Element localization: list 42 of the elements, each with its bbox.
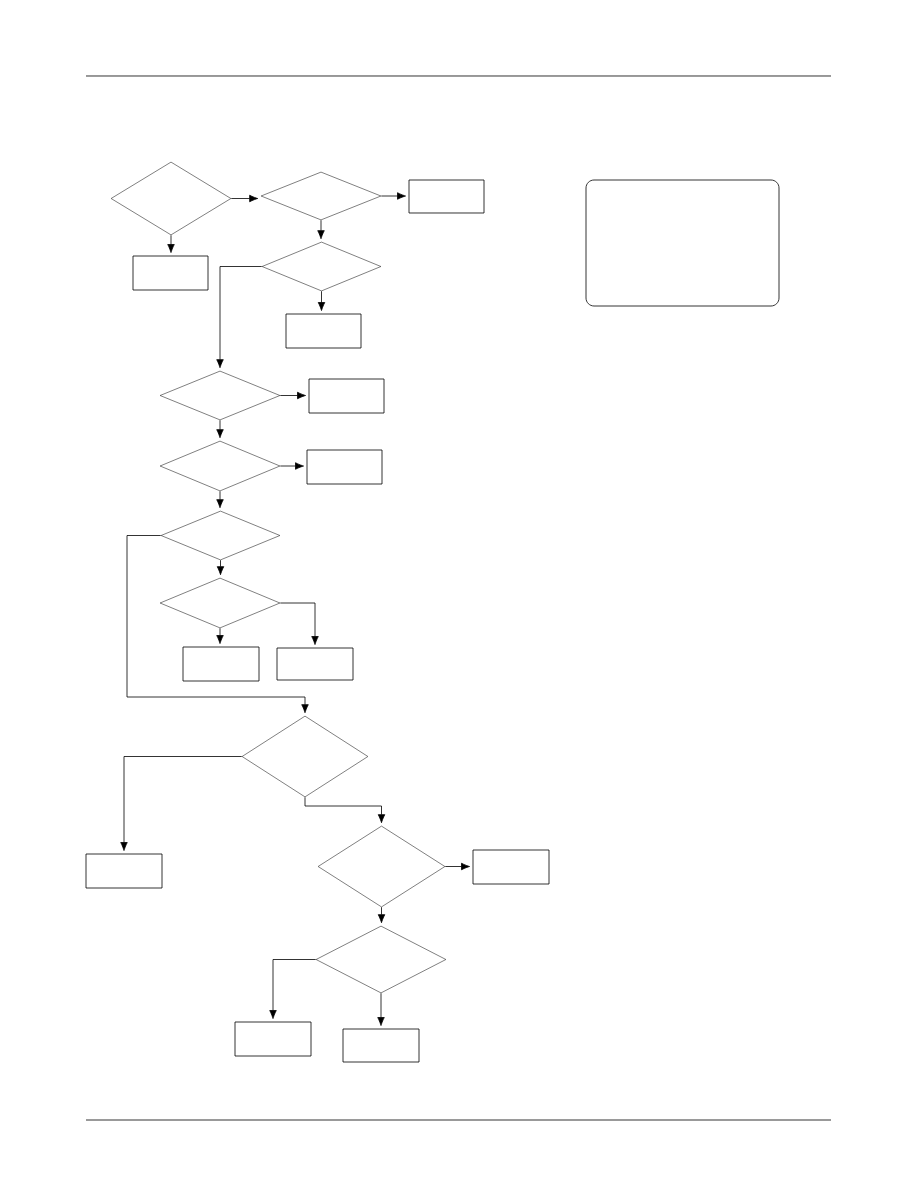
arrow bbox=[279, 602, 319, 645]
arrow bbox=[317, 219, 325, 240]
arrow bbox=[167, 234, 175, 253]
arrow bbox=[230, 194, 259, 203]
process-box bbox=[408, 179, 485, 214]
process-box bbox=[472, 849, 550, 885]
arrow bbox=[380, 192, 406, 200]
arrow bbox=[216, 490, 224, 509]
arrow bbox=[304, 796, 386, 824]
arrow bbox=[216, 559, 225, 576]
process-box bbox=[182, 646, 260, 682]
arrow bbox=[279, 462, 304, 470]
arrow bbox=[126, 535, 309, 714]
decision-diamond bbox=[159, 440, 281, 492]
decision-diamond bbox=[260, 171, 382, 221]
arrow bbox=[120, 756, 243, 851]
arrow bbox=[216, 266, 263, 369]
decision-diamond bbox=[317, 825, 446, 908]
arrow bbox=[216, 627, 224, 644]
decision-diamond bbox=[261, 241, 382, 292]
rounded-box bbox=[585, 179, 780, 307]
process-box bbox=[285, 313, 362, 349]
process-box bbox=[276, 647, 354, 681]
arrow bbox=[444, 862, 470, 871]
process-box bbox=[308, 378, 385, 414]
arrow bbox=[377, 992, 385, 1026]
arrow bbox=[269, 959, 317, 1019]
arrow bbox=[279, 391, 306, 400]
arrow bbox=[216, 419, 224, 439]
process-box bbox=[342, 1028, 420, 1063]
decision-diamond bbox=[159, 577, 281, 629]
decision-diamond bbox=[110, 161, 232, 236]
decision-diamond bbox=[160, 510, 281, 561]
process-box bbox=[234, 1021, 312, 1057]
arrow bbox=[317, 290, 326, 311]
process-box bbox=[306, 449, 383, 485]
process-box bbox=[85, 853, 163, 889]
decision-diamond bbox=[315, 925, 447, 994]
decision-diamond bbox=[159, 370, 281, 421]
process-box bbox=[132, 255, 209, 291]
arrow bbox=[377, 906, 386, 924]
decision-diamond bbox=[241, 715, 369, 798]
